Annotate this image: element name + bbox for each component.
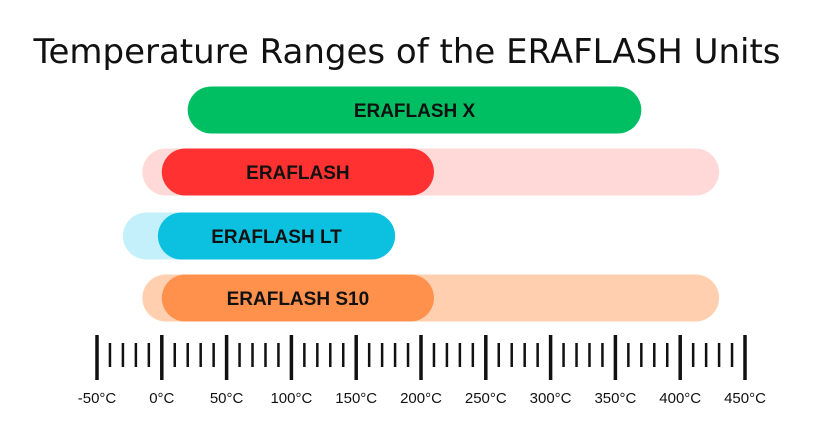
tick-label: 350°C (594, 390, 636, 407)
tick-label: 100°C (270, 390, 312, 407)
major-tick (678, 335, 682, 380)
tick-label: 0°C (149, 390, 174, 407)
minor-tick (497, 343, 501, 367)
minor-tick (432, 343, 436, 367)
major-tick (95, 335, 99, 380)
minor-tick (341, 343, 345, 367)
minor-tick (173, 343, 177, 367)
major-tick (354, 335, 358, 380)
minor-tick (303, 343, 306, 367)
minor-tick (316, 343, 319, 367)
minor-tick (471, 343, 475, 367)
major-tick (224, 335, 229, 380)
minor-tick (691, 343, 695, 367)
minor-tick (108, 343, 112, 367)
minor-tick (121, 343, 125, 367)
major-tick (419, 335, 423, 380)
tick-label: 400°C (659, 390, 701, 407)
minor-tick (367, 343, 371, 367)
eraflash-label: ERAFLASH (246, 163, 349, 184)
tick-label: 150°C (335, 390, 377, 407)
minor-tick (277, 343, 280, 367)
minor-tick (653, 343, 656, 367)
eraflash-s10-range-bar (161, 274, 434, 322)
minor-tick (665, 343, 669, 367)
tick-label: 250°C (465, 390, 507, 407)
minor-tick (186, 343, 189, 367)
minor-tick (329, 343, 332, 367)
tick-label: 300°C (530, 390, 572, 407)
tick-label: 450°C (724, 390, 766, 407)
minor-tick (627, 343, 630, 367)
minor-tick (406, 343, 410, 367)
minor-tick (147, 343, 151, 367)
minor-tick (601, 343, 604, 367)
minor-tick (458, 343, 462, 367)
minor-tick (730, 343, 734, 367)
minor-tick (717, 343, 721, 367)
eraflash-lt-label: ERAFLASH LT (211, 227, 342, 248)
minor-tick (251, 343, 254, 367)
minor-tick (134, 343, 138, 367)
major-tick (548, 335, 553, 380)
eraflash-range-bar (161, 148, 434, 196)
major-tick (743, 335, 747, 380)
minor-tick (199, 343, 202, 367)
minor-tick (238, 343, 241, 367)
minor-tick (562, 343, 565, 367)
minor-tick (704, 343, 708, 367)
major-tick (160, 335, 164, 380)
major-tick (613, 335, 618, 380)
major-tick (289, 335, 294, 380)
minor-tick (523, 343, 526, 367)
minor-tick (445, 343, 449, 367)
eraflash-x-label: ERAFLASH X (354, 101, 476, 122)
minor-tick (588, 343, 591, 367)
eraflash-lt-range-bar (157, 212, 396, 260)
minor-tick (380, 343, 384, 367)
major-tick (484, 335, 488, 380)
bars: ERAFLASH X ERAFLASH ERAFLASH LT ERAFLASH S1… (122, 86, 720, 322)
temperature-axis: -50°C 0°C 50°C 100°C 150°C 200°C 250°C 300°C 350… (78, 335, 766, 407)
eraflash-s10-label: ERAFLASH S10 (227, 289, 370, 310)
tick-label: -50°C (78, 390, 117, 407)
minor-tick (640, 343, 643, 367)
minor-tick (212, 343, 215, 367)
minor-tick (264, 343, 267, 367)
minor-tick (575, 343, 578, 367)
minor-tick (536, 343, 539, 367)
eraflash-x-range-bar (187, 86, 642, 134)
chart-title: Temperature Ranges of the ERAFLASH Units (32, 32, 780, 72)
tick-label: 200°C (400, 390, 442, 407)
minor-tick (393, 343, 397, 367)
minor-tick (510, 343, 513, 367)
tick-label: 50°C (210, 390, 244, 407)
